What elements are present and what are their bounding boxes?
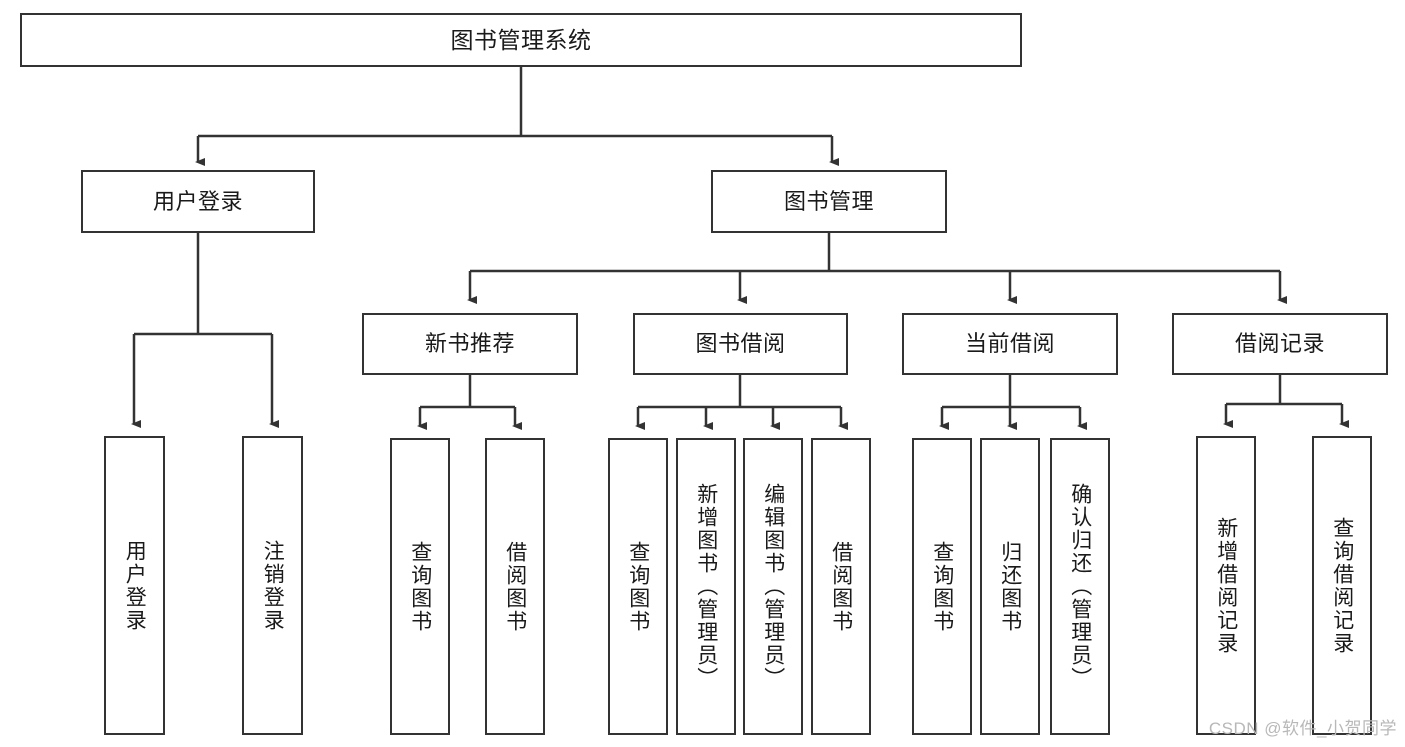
leaf-book-borrow-edit-label: 编辑图书（管理员） bbox=[761, 483, 785, 690]
leaf-current-borrow-query[interactable]: 查询图书 bbox=[912, 438, 972, 735]
leaf-current-borrow-return[interactable]: 归还图书 bbox=[980, 438, 1040, 735]
node-book-borrow-label: 图书借阅 bbox=[695, 331, 786, 357]
node-book-borrow[interactable]: 图书借阅 bbox=[633, 313, 848, 375]
leaf-new-book-borrow-label: 借阅图书 bbox=[503, 540, 527, 633]
node-current-borrow[interactable]: 当前借阅 bbox=[902, 313, 1118, 375]
node-user-login[interactable]: 用户登录 bbox=[81, 170, 315, 233]
leaf-borrow-record-query[interactable]: 查询借阅记录 bbox=[1312, 436, 1372, 735]
leaf-borrow-record-add-label: 新增借阅记录 bbox=[1214, 516, 1238, 655]
leaf-borrow-record-add[interactable]: 新增借阅记录 bbox=[1196, 436, 1256, 735]
leaf-book-borrow-edit[interactable]: 编辑图书（管理员） bbox=[743, 438, 803, 735]
leaf-current-borrow-confirm-return[interactable]: 确认归还（管理员） bbox=[1050, 438, 1110, 735]
leaf-borrow-record-query-label: 查询借阅记录 bbox=[1330, 516, 1354, 655]
node-new-book-recommend-label: 新书推荐 bbox=[424, 331, 515, 357]
leaf-new-book-borrow[interactable]: 借阅图书 bbox=[485, 438, 545, 735]
leaf-book-borrow-add[interactable]: 新增图书（管理员） bbox=[676, 438, 736, 735]
leaf-user-login-signout[interactable]: 注销登录 bbox=[242, 436, 303, 735]
node-current-borrow-label: 当前借阅 bbox=[964, 331, 1055, 357]
leaf-current-borrow-confirm-return-label: 确认归还（管理员） bbox=[1068, 483, 1092, 690]
leaf-book-borrow-borrow-label: 借阅图书 bbox=[829, 540, 853, 633]
leaf-book-borrow-query-label: 查询图书 bbox=[626, 540, 650, 633]
node-root-system[interactable]: 图书管理系统 bbox=[20, 13, 1022, 67]
leaf-current-borrow-query-label: 查询图书 bbox=[930, 540, 954, 633]
leaf-new-book-query[interactable]: 查询图书 bbox=[390, 438, 450, 735]
node-user-login-label: 用户登录 bbox=[152, 188, 243, 214]
node-borrow-record[interactable]: 借阅记录 bbox=[1172, 313, 1388, 375]
leaf-book-borrow-borrow[interactable]: 借阅图书 bbox=[811, 438, 871, 735]
leaf-user-login-signout-label: 注销登录 bbox=[261, 539, 285, 632]
leaf-book-borrow-add-label: 新增图书（管理员） bbox=[694, 483, 718, 690]
leaf-user-login-signin[interactable]: 用户登录 bbox=[104, 436, 165, 735]
node-new-book-recommend[interactable]: 新书推荐 bbox=[362, 313, 578, 375]
leaf-book-borrow-query[interactable]: 查询图书 bbox=[608, 438, 668, 735]
leaf-user-login-signin-label: 用户登录 bbox=[123, 539, 147, 632]
leaf-new-book-query-label: 查询图书 bbox=[408, 540, 432, 633]
node-borrow-record-label: 借阅记录 bbox=[1234, 331, 1325, 357]
leaf-current-borrow-return-label: 归还图书 bbox=[998, 540, 1022, 633]
node-book-management-label: 图书管理 bbox=[783, 188, 874, 214]
node-root-system-label: 图书管理系统 bbox=[450, 26, 592, 53]
node-book-management[interactable]: 图书管理 bbox=[711, 170, 947, 233]
